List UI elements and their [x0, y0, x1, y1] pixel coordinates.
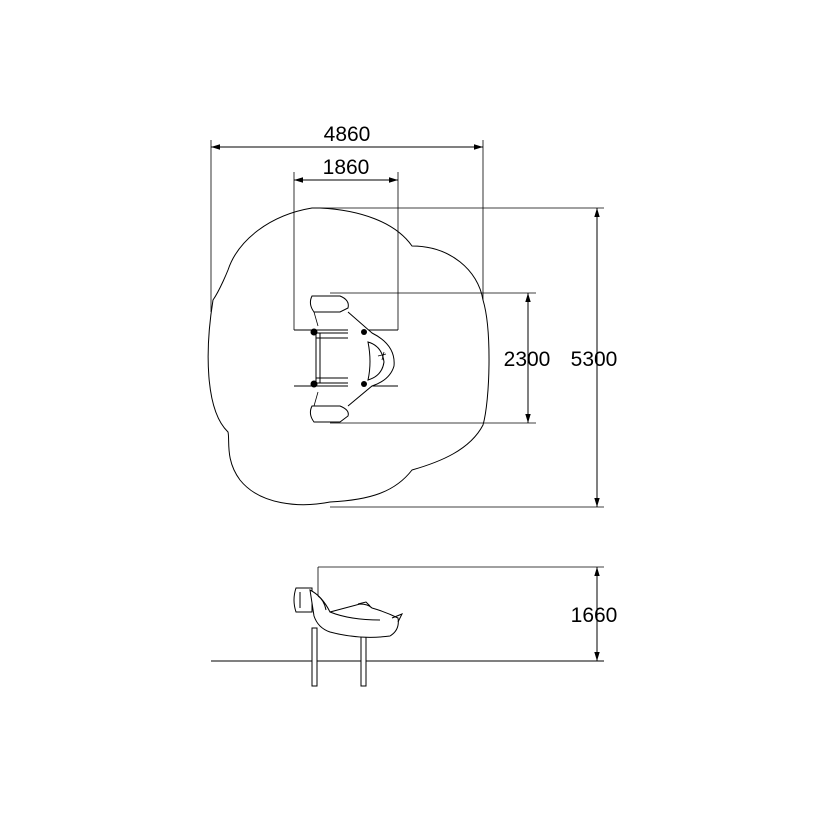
dim-text-height: 1660 [571, 604, 618, 627]
equipment-top-view [294, 295, 398, 423]
dim-text-equipment-width: 1860 [323, 156, 370, 179]
dim-text-equipment-length: 2300 [504, 348, 551, 371]
equipment-side-view [293, 587, 404, 687]
elevation-view: 1660 [211, 566, 618, 687]
dim-text-overall-width: 4860 [324, 123, 371, 146]
extension-lines [210, 140, 604, 508]
safety-zone-outline [207, 207, 490, 506]
dim-text-overall-length: 5300 [571, 348, 618, 371]
plan-view: 4860 1860 2300 5300 [207, 123, 618, 508]
